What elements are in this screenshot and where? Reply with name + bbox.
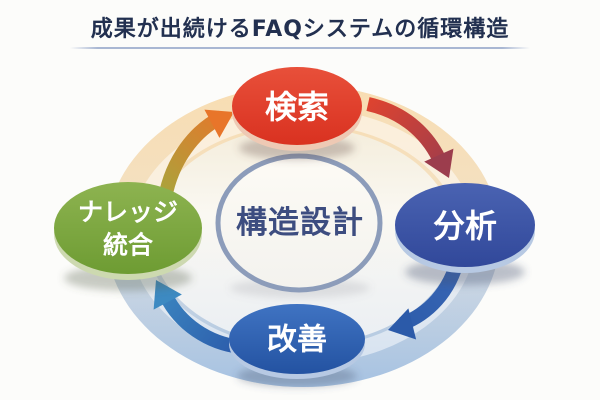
arrow-search-to-analysis <box>366 97 454 178</box>
node-knowledge-label-line1: ナレッジ <box>78 198 178 227</box>
page-title: 成果が出続けるFAQシステムの循環構造 <box>90 17 510 42</box>
arrowhead-to-search <box>204 109 234 138</box>
node-search-label: 検索 <box>265 88 329 126</box>
node-analysis-ellipse <box>395 183 535 267</box>
node-analysis-label: 分析 <box>433 207 497 245</box>
node-knowledge-label-line2: 統合 <box>103 231 154 260</box>
node-improve: 改善 <box>229 304 365 387</box>
center-node-label: 構造設計 <box>236 205 364 241</box>
node-search-ellipse <box>232 67 362 145</box>
node-improve-ellipse <box>229 304 365 374</box>
node-analysis: 分析 <box>395 183 535 285</box>
node-knowledge-ellipse <box>54 182 202 274</box>
node-search: 検索 <box>232 67 362 160</box>
arrowhead-to-analysis <box>424 148 454 178</box>
center-node: 構造設計 <box>215 153 383 298</box>
arrowhead-to-improve <box>388 308 417 340</box>
node-knowledge: ナレッジ 統合 <box>54 182 202 291</box>
arrow-knowledge-to-search <box>158 109 234 200</box>
node-improve-label: 改善 <box>267 323 327 358</box>
title-underline <box>70 47 530 49</box>
